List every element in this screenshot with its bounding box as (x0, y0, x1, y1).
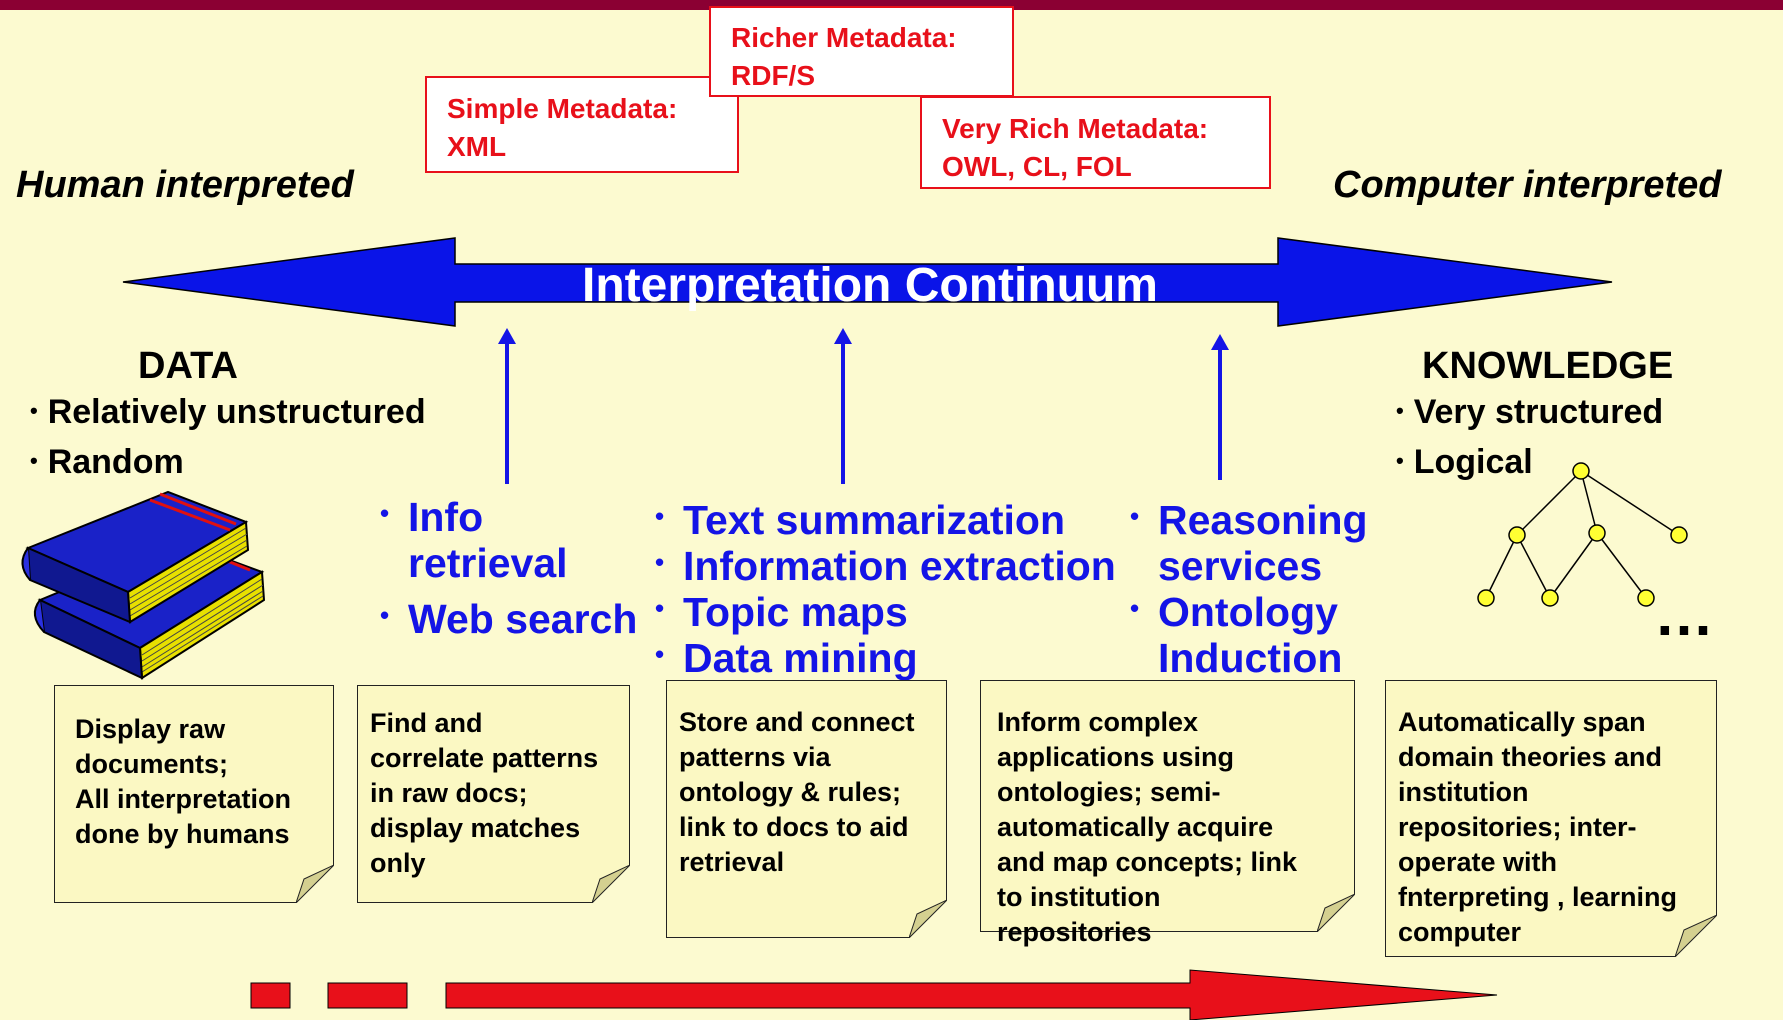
page-curl-icon (1317, 894, 1355, 932)
page-curl-icon (1675, 915, 1717, 957)
knowledge-ellipsis: … (1654, 581, 1714, 648)
metadata-simple-format: XML (447, 131, 507, 162)
tree-graph-icon (1477, 462, 1688, 607)
books-icon (21, 490, 266, 680)
knowledge-heading: KNOWLEDGE (1422, 345, 1674, 387)
data-bullet-list: Relatively unstructured Random (30, 389, 426, 489)
page-curl-icon (296, 865, 334, 903)
knowledge-bullet-list: Very structured Logical (1396, 389, 1663, 489)
technique-list-retrieval: Info retrieval Web search (380, 490, 637, 642)
technique-item: Web search (380, 592, 637, 642)
knowledge-bullet: Logical (1396, 439, 1663, 489)
computer-interpreted-label: Computer interpreted (1333, 164, 1722, 206)
up-arrow-icon (498, 328, 516, 484)
technique-item: Text summarization (655, 493, 1116, 543)
technique-list-reasoning: Reasoning services Ontology Induction (1130, 493, 1368, 681)
data-bullet: Relatively unstructured (30, 389, 426, 439)
data-bullet: Random (30, 439, 426, 489)
technique-item: Data mining (655, 631, 1116, 681)
up-arrow-icon (834, 328, 852, 484)
metadata-very-rich-title: Very Rich Metadata: (942, 113, 1209, 144)
technique-item: Topic maps (655, 585, 1116, 635)
data-heading: DATA (138, 345, 238, 387)
metadata-very-rich-format: OWL, CL, FOL (942, 151, 1132, 182)
continuum-title: Interpretation Continuum (582, 259, 1158, 312)
human-interpreted-label: Human interpreted (16, 164, 354, 206)
progress-arrow-icon (250, 969, 1498, 1020)
double-arrow-icon (122, 237, 1613, 327)
technique-item: Info retrieval (380, 490, 637, 586)
technique-item: Ontology Induction (1130, 585, 1368, 681)
page-curl-icon (909, 900, 947, 938)
metadata-simple-title: Simple Metadata: (447, 93, 678, 124)
metadata-richer-title: Richer Metadata: (731, 22, 957, 53)
metadata-box-very-rich: Very Rich Metadata: OWL, CL, FOL (920, 96, 1271, 189)
knowledge-bullet: Very structured (1396, 389, 1663, 439)
metadata-richer-format: RDF/S (731, 60, 815, 91)
top-title-bar (0, 0, 1783, 10)
metadata-box-simple: Simple Metadata: XML (425, 76, 739, 173)
technique-item: Reasoning services (1130, 493, 1368, 589)
page-curl-icon (592, 865, 630, 903)
up-arrow-icon (1211, 334, 1229, 480)
metadata-box-richer: Richer Metadata: RDF/S (709, 6, 1014, 97)
technique-item: Information extraction (655, 539, 1116, 589)
technique-list-extraction: Text summarization Information extractio… (655, 493, 1116, 681)
